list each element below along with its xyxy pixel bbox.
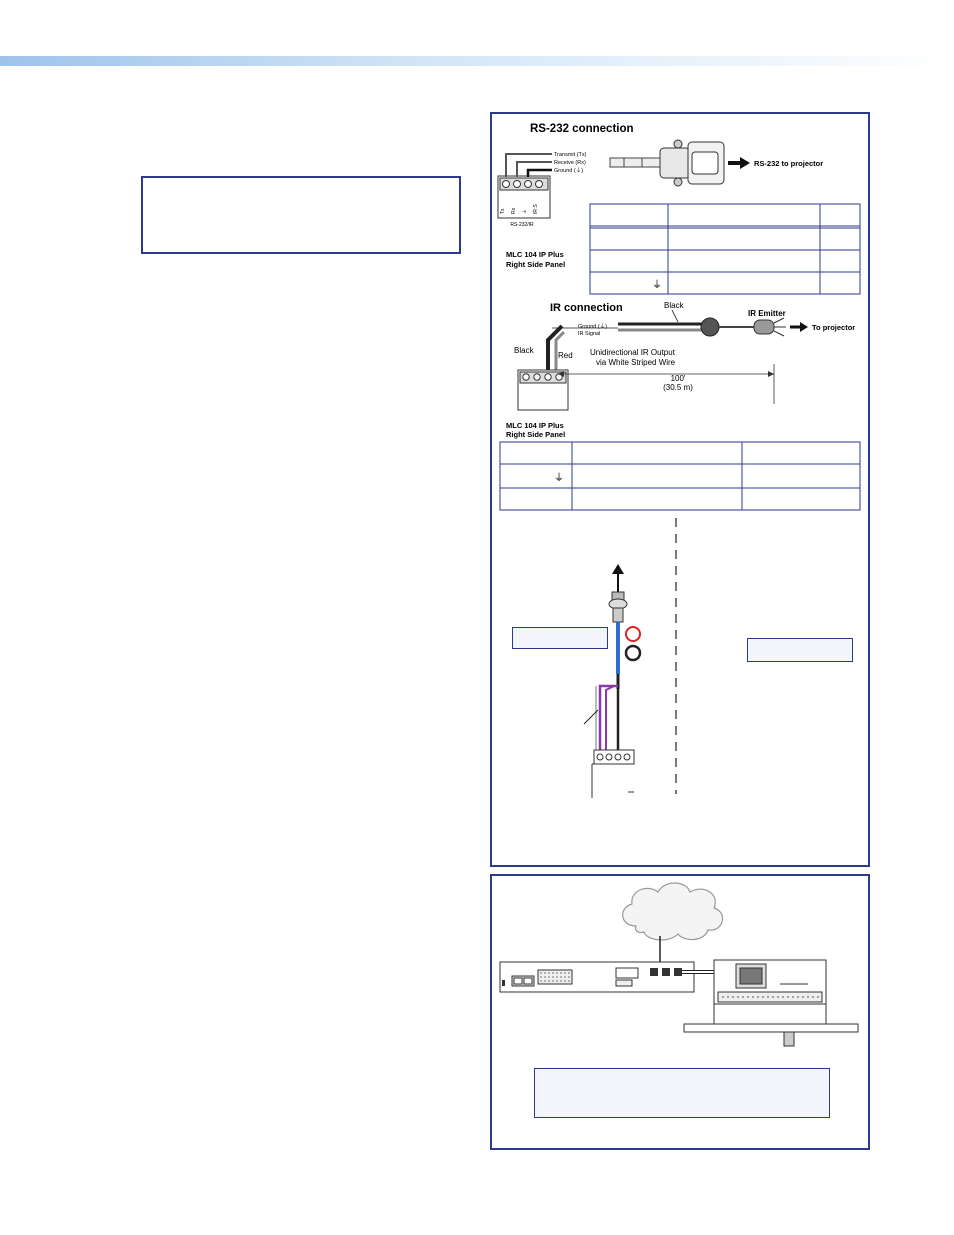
network-figure — [499, 882, 859, 1047]
rs232-title: RS-232 connection — [530, 123, 634, 135]
rs232-panel-label-1: MLC 104 IP Plus — [506, 250, 564, 259]
svg-text:IR S: IR S — [533, 204, 539, 214]
ir-wire-label-gnd: Ground (⏚) — [578, 323, 607, 330]
ir-emitter-icon — [753, 317, 786, 337]
rs232-port-caption: RS-232/IR — [510, 222, 534, 228]
ir-length-label-1: 100' — [671, 374, 686, 383]
rack-device-icon — [499, 961, 695, 993]
network-figure-panel — [490, 874, 870, 1150]
rs232-wire-label-gnd: Ground (⏚) — [554, 167, 583, 174]
network-cloud-icon — [622, 882, 724, 941]
ir-label-black-left: Black — [514, 346, 535, 355]
svg-text:⏚: ⏚ — [521, 209, 528, 214]
controller-device-icon — [683, 959, 859, 1047]
ir-panel-label-2: Right Side Panel — [506, 430, 565, 439]
ir-output-label-1: Unidirectional IR Output — [590, 348, 676, 357]
wiring-figure-panel: RS-232 connection Tx Rx ⏚ IR S RS-232/IR… — [490, 112, 870, 867]
db9-connector-icon — [659, 139, 725, 187]
rs232-wire-label-rx: Receive (Rx) — [554, 160, 586, 166]
rs232-wire-label-tx: Transmit (Tx) — [554, 152, 587, 158]
rs232-table-ground-icon: ⏚ — [652, 279, 662, 291]
network-caption-box — [534, 1068, 830, 1118]
ir-arrow-label: To projector — [812, 323, 855, 332]
connector-icon-left — [608, 591, 628, 623]
note-box — [141, 176, 461, 254]
ir-terminal-block — [517, 369, 569, 411]
ir-output-label-2: via White Striped Wire — [596, 358, 676, 367]
ir-panel-label-1: MLC 104 IP Plus — [506, 421, 564, 430]
terminal-block-left — [591, 749, 635, 798]
ir-pin-table: ⏚ — [499, 441, 861, 511]
svg-text:Rx: Rx — [511, 207, 517, 214]
ir-wire-label-sig: IR Signal — [578, 331, 600, 337]
rs232-terminal-block: Tx Rx ⏚ IR S RS-232/IR — [497, 175, 551, 228]
callout-box-right — [747, 638, 853, 662]
ir-label-black-top: Black — [664, 301, 685, 310]
ir-length-label-2: (30.5 m) — [663, 383, 693, 392]
wiring-figure: RS-232 connection Tx Rx ⏚ IR S RS-232/IR… — [497, 123, 861, 798]
ir-emitter-label: IR Emitter — [748, 309, 786, 318]
rs232-panel-label-2: Right Side Panel — [506, 260, 565, 269]
rs232-arrow-label: RS-232 to projector — [754, 159, 823, 168]
header-gradient-bar — [0, 56, 954, 66]
ir-label-red: Red — [558, 351, 573, 360]
svg-text:Tx: Tx — [500, 208, 506, 214]
ir-table-ground-icon: ⏚ — [554, 472, 564, 484]
callout-box-left — [512, 627, 608, 649]
rs232-pin-table: ⏚ — [589, 203, 861, 295]
ir-title: IR connection — [550, 302, 623, 314]
